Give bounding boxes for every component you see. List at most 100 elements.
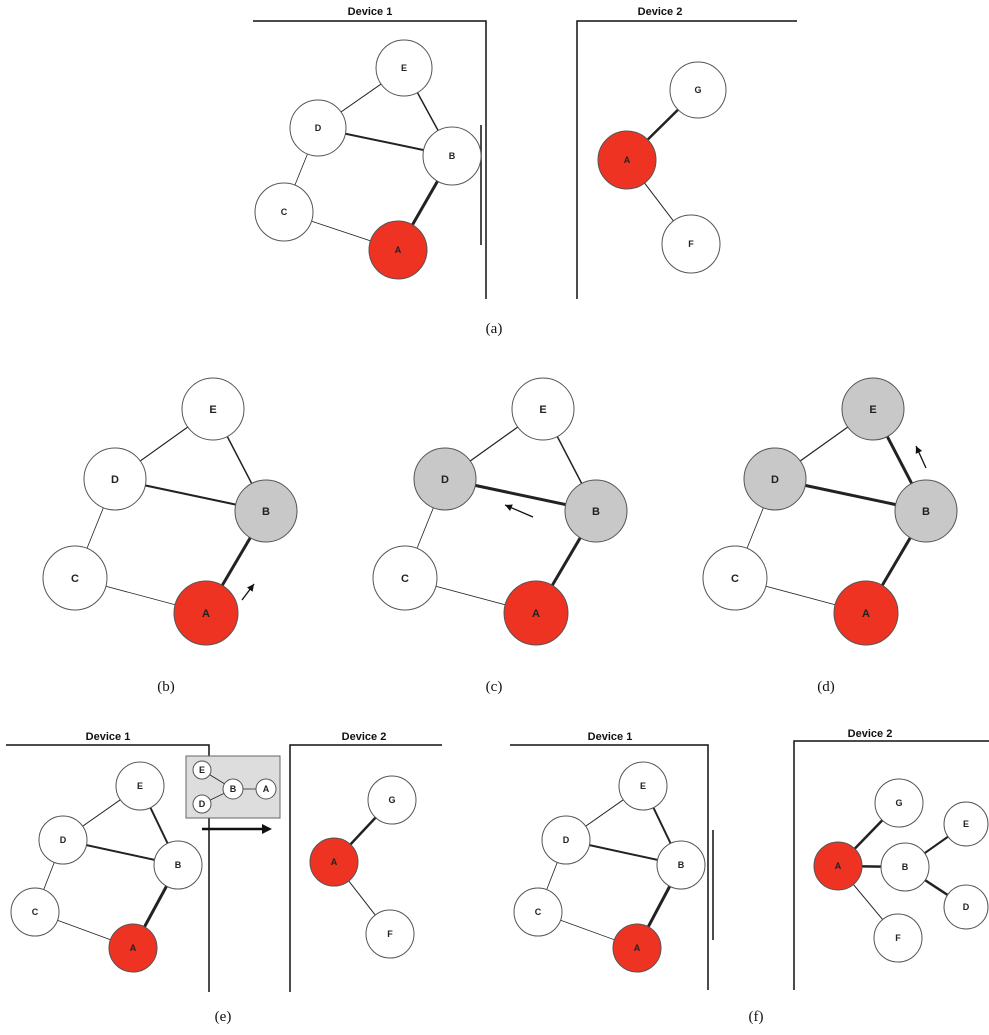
node-c: C [702,545,768,611]
box-node-a-label: A [263,784,270,794]
node-d: D [743,447,807,511]
node-f-f-label: F [895,933,901,943]
node-f-a: A [612,923,662,973]
node-f-label: F [688,239,694,249]
node-f-f: F [873,913,923,963]
node-b: B [234,479,298,543]
node-e: E [375,39,433,97]
node-f-d2: D [943,884,989,930]
transfer-subgraph-box: E D B A [185,755,281,819]
device1-title-a: Device 1 [348,6,393,18]
traversal-arrow [241,583,255,601]
traversal-arrow [504,504,534,518]
node-f-c-label: C [535,907,542,917]
node-f-e2-label: E [963,819,969,829]
node-e-label: E [209,404,216,416]
node-c: C [254,182,314,242]
node-e-a2-label: A [331,857,338,867]
node-d-label: D [771,474,779,486]
node-f-e2: E [943,801,989,847]
node-d: D [289,99,347,157]
panel-e: Device 1 Device 2 E D B C A E D B A [6,731,442,1025]
caption-a: (a) [486,321,503,337]
node-e-b: B [153,840,203,890]
node-c-label: C [731,573,739,585]
box-node-d: D [192,794,212,814]
node-b: B [422,126,482,186]
node-f-b-label: B [678,860,685,870]
box-node-e-label: E [199,765,205,775]
node-e-label: E [869,404,876,416]
box-node-b-label: B [230,784,237,794]
device1-title-e: Device 1 [86,731,131,743]
caption-f: (f) [749,1009,764,1025]
node-a-label: A [202,608,210,620]
node-f-b2: B [880,842,930,892]
node-a-label: A [862,608,870,620]
box-node-a: A [255,778,277,800]
node-a-device2-label: A [624,155,631,165]
node-e-d-label: D [60,835,67,845]
node-c-label: C [401,573,409,585]
node-c-label: C [71,573,79,585]
node-d-label: D [315,123,322,133]
node-f-e-label: E [640,781,646,791]
node-f-b2-label: B [902,862,909,872]
node-e: E [841,377,905,441]
node-f-g-label: G [895,798,902,808]
node-f-c: C [513,887,563,937]
box-node-d-label: D [199,799,206,809]
box-node-e: E [192,760,212,780]
node-e-a-label: A [130,943,137,953]
node-e-c: C [10,887,60,937]
node-a: A [173,580,239,646]
node-e-g: G [367,775,417,825]
node-f-d2-label: D [963,902,970,912]
node-a: A [833,580,899,646]
panel-c: E D B C A [372,377,628,646]
device2-title-f: Device 2 [848,728,893,740]
node-f-a2: A [813,841,863,891]
node-b-label: B [922,506,930,518]
node-g-label: G [694,85,701,95]
box-node-b: B [222,778,244,800]
node-e-label: E [401,63,407,73]
node-b-label: B [449,151,456,161]
node-a-device2: A [597,130,657,190]
node-f-a-label: A [634,943,641,953]
node-e-e: E [115,761,165,811]
device1-frame-a [253,20,487,299]
node-b-label: B [592,506,600,518]
node-e-d: D [38,815,88,865]
node-e-e-label: E [137,781,143,791]
node-f: F [661,214,721,274]
device2-title-a: Device 2 [638,6,683,18]
panel-d: E D B C A [702,377,958,646]
node-e-a: A [108,923,158,973]
node-f-b: B [656,840,706,890]
panel-f: Device 1 Device 2 E D B C A G A B E D F … [510,728,989,1025]
device2-frame-f [793,740,989,990]
device2-frame-e [289,744,442,992]
device1-frame-e [6,744,210,992]
node-d-label: D [111,474,119,486]
node-d-label: D [441,474,449,486]
node-c: C [42,545,108,611]
caption-e: (e) [215,1009,232,1025]
caption-c: (c) [486,679,503,695]
node-a: A [503,580,569,646]
caption-d: (d) [817,679,835,695]
node-b: B [564,479,628,543]
device2-frame-a [576,20,797,299]
traversal-arrow [915,445,927,469]
node-a: A [368,220,428,280]
panel-a: Device 1 Device 2 E D B C A G A F (a) [253,6,797,337]
node-e-label: E [539,404,546,416]
node-f-e: E [618,761,668,811]
node-d: D [413,447,477,511]
node-f-a2-label: A [835,861,842,871]
node-e-a2: A [309,837,359,887]
transfer-arrow [202,824,272,834]
